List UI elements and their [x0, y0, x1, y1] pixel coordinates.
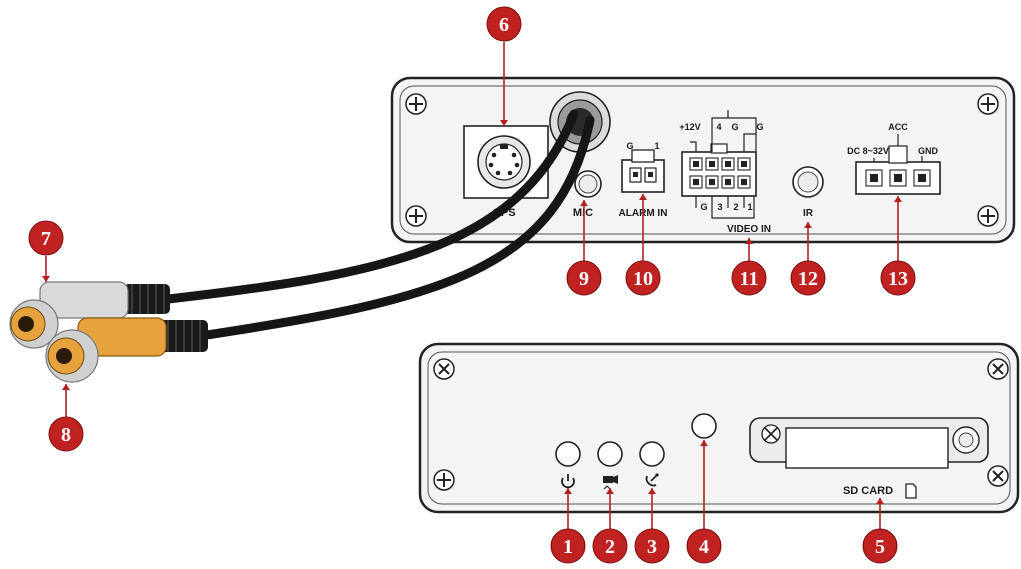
power-led — [555, 441, 581, 467]
mic-label: MIC — [573, 207, 593, 219]
callout-3: 3 — [634, 528, 670, 564]
video-camera-icon — [603, 475, 618, 490]
alarm-pin-1: 1 — [654, 141, 659, 151]
ir-port — [792, 166, 824, 198]
video-in-label: VIDEO IN — [727, 224, 771, 235]
callout-6: 6 — [486, 6, 522, 42]
callout-1: 1 — [550, 528, 586, 564]
callout-12-number: 12 — [798, 268, 818, 290]
power-acc-label: ACC — [888, 122, 908, 132]
power-icon — [561, 474, 575, 489]
ir-label: IR — [803, 208, 814, 219]
rear-panel: GPS MIC G 1 ALARM IN — [390, 76, 1016, 244]
video-pin-3: 3 — [717, 202, 722, 212]
power-port — [855, 134, 941, 195]
rear-panel-inner-edge — [399, 85, 1007, 235]
reset-hole — [691, 413, 717, 439]
rca-plug-orange — [45, 317, 208, 383]
alarm-in-housing — [621, 159, 665, 193]
callout-5-number: 5 — [875, 536, 885, 558]
screw-icon — [977, 205, 999, 227]
power-gnd-label: GND — [918, 146, 939, 156]
callout-6-number: 6 — [499, 14, 509, 36]
callout-1-number: 1 — [563, 536, 573, 558]
screw-icon — [433, 358, 455, 380]
callout-7: 7 — [28, 220, 64, 256]
record-led — [597, 441, 623, 467]
screw-icon — [987, 465, 1009, 487]
callout-5: 5 — [862, 528, 898, 564]
front-panel-body — [418, 342, 1020, 514]
callout-2: 2 — [592, 528, 628, 564]
video-pin-1: 1 — [747, 202, 752, 212]
callout-11-number: 11 — [740, 268, 759, 290]
callout-10: 10 — [625, 260, 661, 296]
callout-8: 8 — [48, 416, 84, 452]
video-pin-g-bottom: G — [700, 202, 707, 212]
rca-white-strain-relief — [124, 284, 170, 314]
callout-2-number: 2 — [605, 536, 615, 558]
callout-4: 4 — [686, 528, 722, 564]
sd-card-icon — [905, 483, 917, 499]
video-pin-g-top: G — [731, 122, 738, 132]
callout-8-number: 8 — [61, 424, 71, 446]
callout-13: 13 — [880, 260, 916, 296]
screw-icon — [405, 205, 427, 227]
screw-icon — [433, 469, 455, 491]
callout-12: 12 — [790, 260, 826, 296]
callout-10-number: 10 — [633, 268, 653, 290]
satellite-icon — [645, 473, 659, 487]
screw-icon — [405, 93, 427, 115]
callout-3-number: 3 — [647, 536, 657, 558]
callout-9: 9 — [566, 260, 602, 296]
callout-11: 11 — [731, 260, 767, 296]
alarm-pin-g: G — [626, 141, 633, 151]
video-pin-12v: +12V — [679, 122, 700, 132]
gps-port — [463, 125, 549, 199]
mic-port — [574, 170, 602, 198]
power-dc-label: DC 8~32V — [847, 146, 889, 156]
callout-4-number: 4 — [699, 536, 709, 558]
cable-white — [155, 109, 579, 305]
video-pin-g-top2: G — [756, 122, 763, 132]
cable-yellow — [195, 115, 595, 341]
leader-lines — [42, 42, 902, 530]
screw-icon — [977, 93, 999, 115]
sd-card-slot-door — [785, 427, 949, 469]
callout-7-number: 7 — [41, 228, 51, 250]
audio-cables — [155, 109, 595, 341]
screw-icon — [987, 358, 1009, 380]
video-pin-2: 2 — [733, 202, 738, 212]
gps-led — [639, 441, 665, 467]
video-in-port — [681, 110, 757, 219]
front-panel-inner-edge — [427, 351, 1011, 505]
sd-card-label: SD CARD — [843, 485, 893, 497]
front-panel: SD CARD — [418, 342, 1020, 514]
video-pin-4: 4 — [716, 122, 721, 132]
callout-9-number: 9 — [579, 268, 589, 290]
callout-13-number: 13 — [888, 268, 908, 290]
sd-card-slot — [749, 417, 989, 469]
alarm-in-port — [621, 149, 665, 193]
